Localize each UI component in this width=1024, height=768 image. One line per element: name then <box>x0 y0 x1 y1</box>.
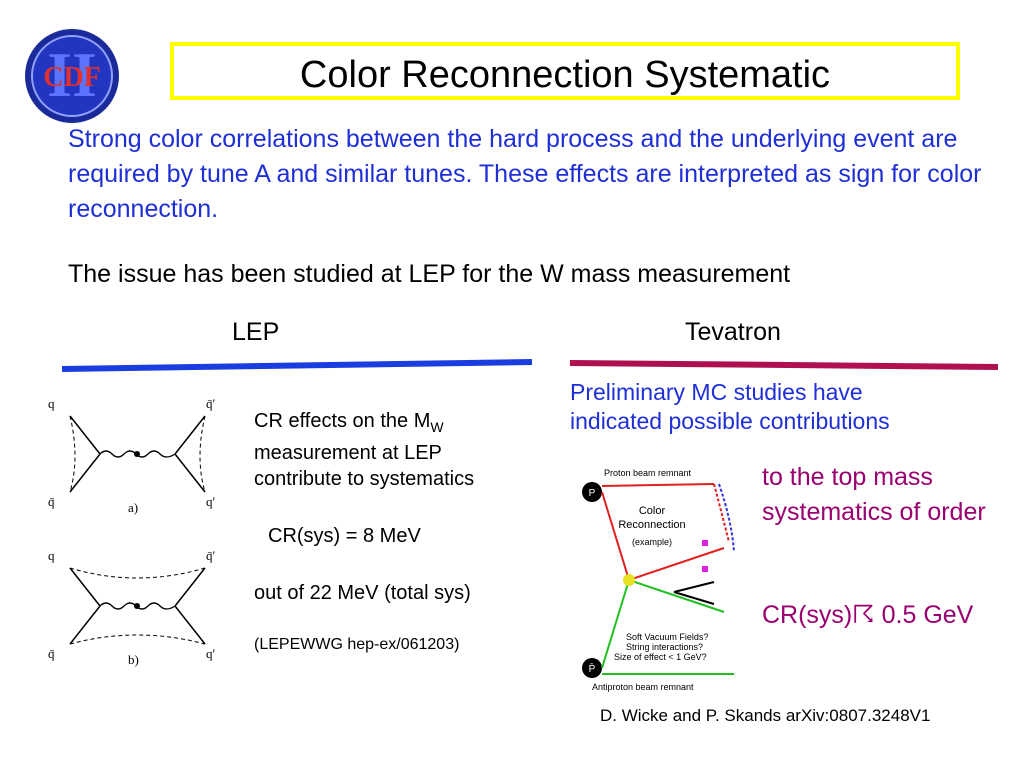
cr-sys-value: 0.5 GeV <box>874 601 974 629</box>
sketch-q1: Soft Vacuum Fields? <box>626 632 708 642</box>
tevatron-heading: Tevatron <box>685 318 781 346</box>
diagram-b-qbar-prime: q̄′ <box>206 548 216 563</box>
cr-sys-label: CR(sys) <box>762 601 853 629</box>
logo-roman-numeral: II <box>47 39 97 110</box>
top-mass-systematics: to the top mass systematics of order <box>762 463 986 526</box>
diagram-a-qbar: q̄ <box>48 494 55 509</box>
sketch-antiproton-remnant: Antiproton beam remnant <box>592 682 694 692</box>
lep-cr-effects-text: CR effects on the MW measurement at LEP … <box>254 408 554 492</box>
prelim-line1: Preliminary MC studies have <box>570 379 863 405</box>
sketch-q2: String interactions? <box>626 642 703 652</box>
cdf-logo: II CDF <box>25 29 119 123</box>
tevatron-prelim-text: Preliminary MC studies have indicated po… <box>570 378 990 436</box>
lep-reference: (LEPEWWG hep-ex/061203) <box>254 636 460 653</box>
lep-divider <box>61 359 533 372</box>
sketch-title1: Color <box>639 505 666 517</box>
section-divider-lines <box>61 359 999 372</box>
lep-heading: LEP <box>232 318 280 346</box>
title-box: Color Reconnection Systematic <box>170 42 960 100</box>
lep-cr-sys: CR(sys) = 8 MeV <box>268 525 421 547</box>
prelim-line2: indicated possible contributions <box>570 408 890 434</box>
sketch-title2: Reconnection <box>618 519 685 531</box>
cr-text-line1: CR effects on the M <box>254 410 431 432</box>
sketch-q3: Size of effect < 1 GeV? <box>614 652 707 662</box>
diagram-b-q: q <box>48 548 55 563</box>
tevatron-divider <box>569 360 999 370</box>
sketch-proton-remnant: Proton beam remnant <box>604 468 692 478</box>
diagram-a-q: q <box>48 396 55 411</box>
intro-paragraph: Strong color correlations between the ha… <box>68 125 982 223</box>
sketch-title3: (example) <box>632 537 672 547</box>
diagram-a-q-prime: q′ <box>206 494 216 509</box>
page-title: Color Reconnection Systematic <box>299 54 831 96</box>
diagram-a-qbar-prime: q̄′ <box>206 396 216 411</box>
diagram-b-label: b) <box>128 652 139 667</box>
diagram-a-label: a) <box>128 500 138 515</box>
citation: D. Wicke and P. Skands arXiv:0807.3248V1 <box>600 706 931 725</box>
diagram-b-q-prime: q′ <box>206 646 216 661</box>
feynman-diagram-a: q q̄′ q̄ q′ a) <box>48 396 216 515</box>
cr-text-subscript: W <box>430 419 444 435</box>
issue-statement: The issue has been studied at LEP for th… <box>68 260 791 288</box>
logo-text: CDF <box>43 62 101 93</box>
sketch-pbar: P̄ <box>589 662 596 675</box>
cr-text-line2: measurement at LEP <box>254 442 442 464</box>
cr-text-line3: contribute to systematics <box>254 468 475 490</box>
approx-symbol: ☈ <box>852 601 875 629</box>
lep-total-sys: out of 22 MeV (total sys) <box>254 582 471 604</box>
diagram-b-qbar: q̄ <box>48 646 55 661</box>
sketch-p: P <box>589 488 596 499</box>
tevatron-cr-sys: CR(sys)☈ 0.5 GeV <box>762 598 1002 633</box>
color-reconnection-sketch: Proton beam remnant Color Reconnection (… <box>574 462 744 694</box>
feynman-diagram-b: q q̄′ q̄ q′ b) <box>48 548 216 667</box>
